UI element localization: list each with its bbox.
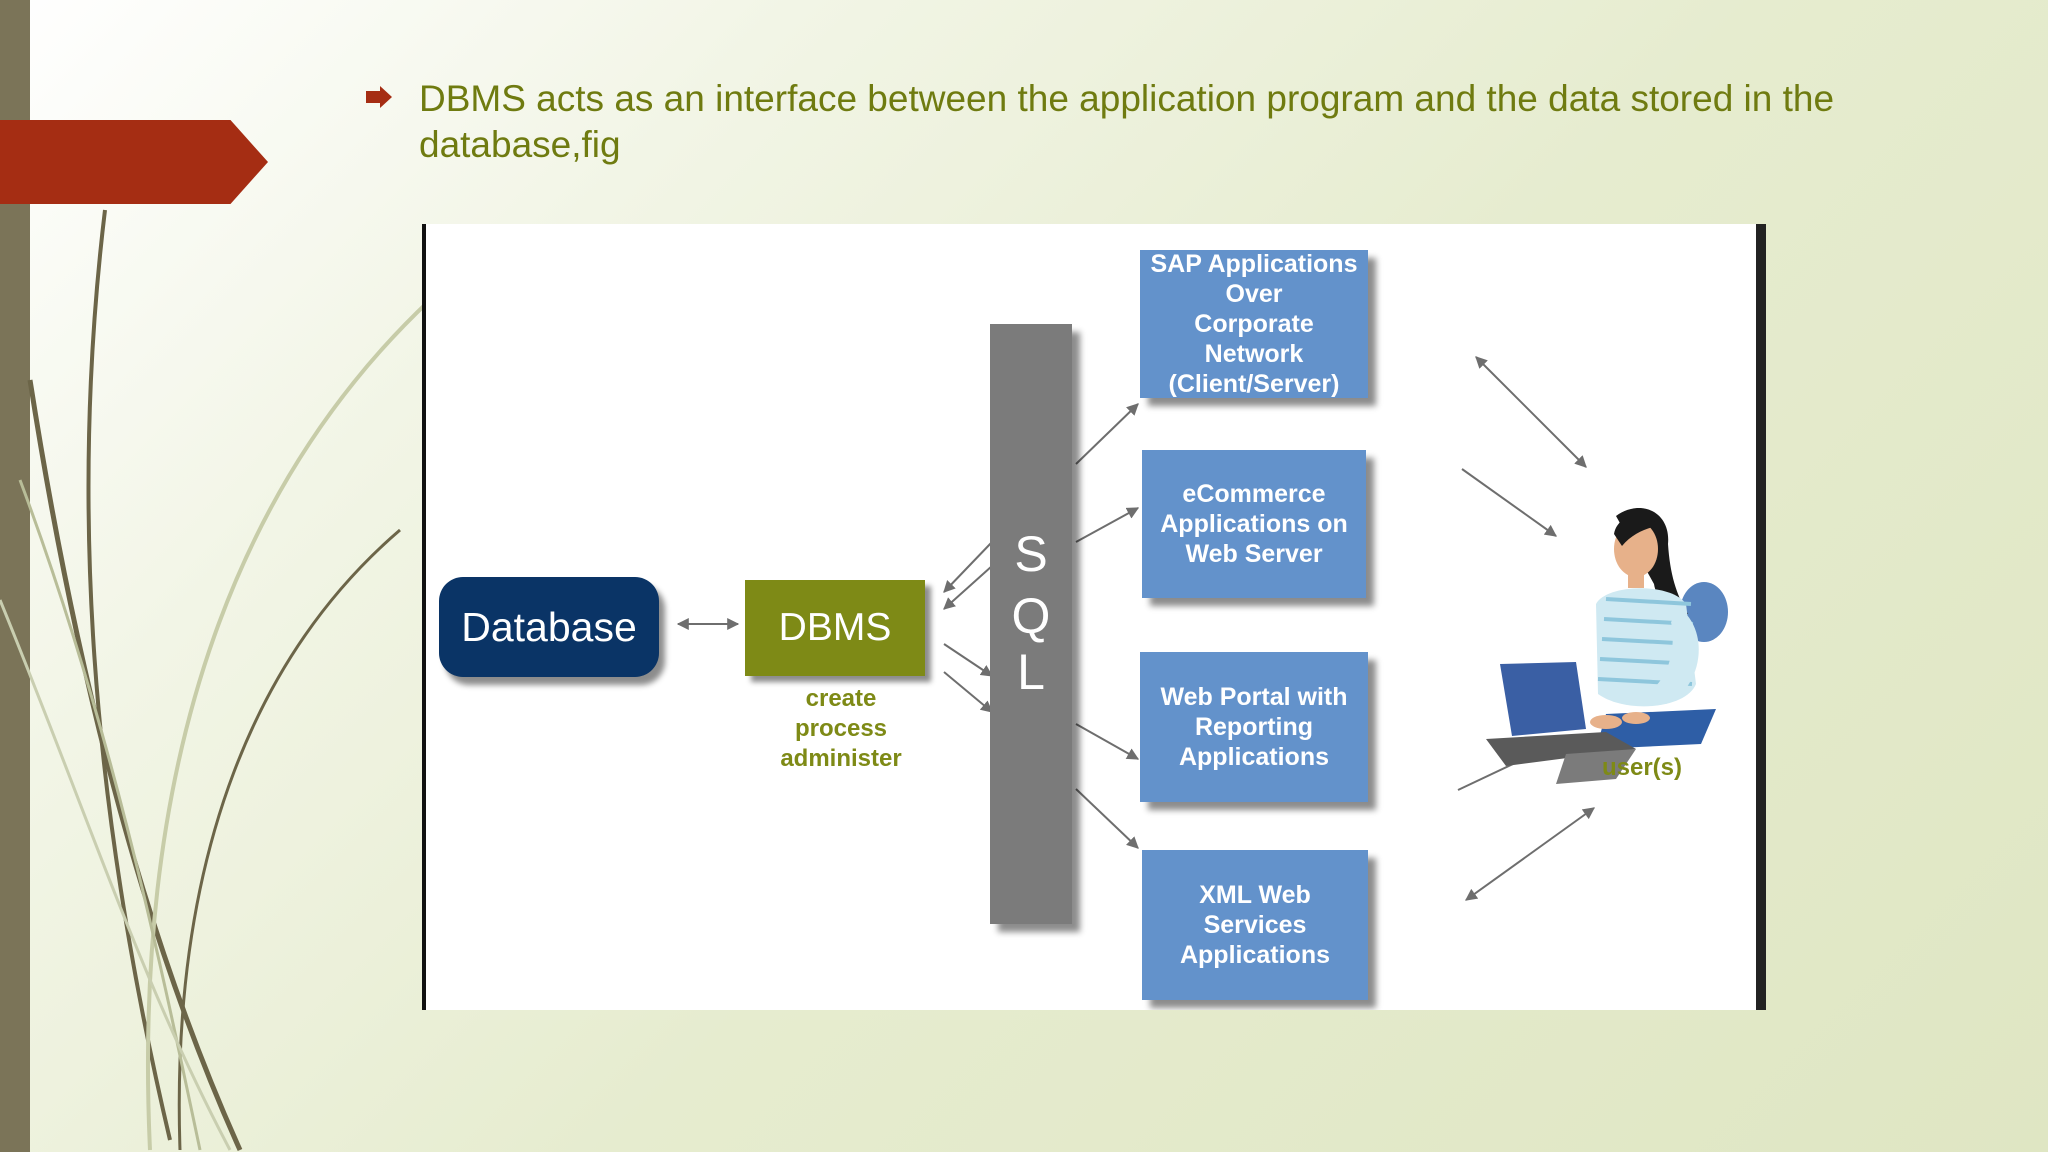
arrow-app4-user <box>1465 807 1595 901</box>
app-box-line: XML Web Services <box>1199 881 1311 939</box>
arrow-sql-app-3 <box>1075 723 1140 760</box>
app-box-line: Corporate Network <box>1194 310 1314 368</box>
app-box-line: Web Portal with <box>1160 683 1348 711</box>
arrow-sql-app-4 <box>1075 788 1139 849</box>
app-box-line: (Client/Server) <box>1168 370 1340 398</box>
bullet-text: DBMS acts as an interface between the ap… <box>419 78 1835 165</box>
decorative-swooshes <box>0 209 432 1152</box>
app-box-line: Applications <box>1178 743 1329 771</box>
app-box-line: eCommerce <box>1182 480 1326 508</box>
sql-bar: S Q L <box>990 324 1072 924</box>
user-at-laptop-icon <box>1486 508 1728 784</box>
dbms-caption-line: process <box>794 715 888 742</box>
dbms-box: DBMS <box>745 580 925 676</box>
dbms-caption-line: administer <box>780 745 902 772</box>
dbms-caption: create process administer <box>746 684 936 774</box>
app-box-ecommerce: eCommerce Applications on Web Server <box>1142 450 1366 598</box>
arrow-sql-app-2 <box>1075 507 1140 543</box>
app-box-line: Reporting <box>1194 713 1314 741</box>
arrow-bullet-icon <box>366 86 392 108</box>
app-box-web-portal: Web Portal with Reporting Applications <box>1140 652 1368 802</box>
red-arrow-decoration <box>0 120 268 204</box>
app-box-line: Applications on <box>1160 510 1348 538</box>
connector-arrows <box>676 356 1595 901</box>
app-box-xml-web-services: XML Web Services Applications <box>1142 850 1368 1000</box>
dbms-caption-line: create <box>805 685 877 712</box>
app-box-sap: SAP Applications Over Corporate Network … <box>1140 250 1368 398</box>
user-label: user(s) <box>1601 754 1683 781</box>
database-box: Database <box>439 577 659 677</box>
app-box-line: Web Server <box>1185 540 1323 568</box>
sql-letter: S <box>1014 526 1048 582</box>
arrow-sql-dbms-3 <box>943 643 993 677</box>
arrow-app2-user <box>1461 468 1557 537</box>
app-box-line: Applications <box>1179 941 1330 969</box>
sql-letter: L <box>1017 644 1045 700</box>
arrow-sql-dbms-1 <box>943 541 993 593</box>
dbms-architecture-figure: Database DBMS create process administer … <box>422 224 1766 1010</box>
sql-letter: Q <box>1011 588 1051 644</box>
app-box-line: SAP Applications Over <box>1150 250 1358 308</box>
arrow-sql-app-1 <box>1075 403 1139 465</box>
arrow-sql-dbms-4 <box>943 671 993 713</box>
arrow-sql-dbms-2 <box>943 565 993 610</box>
arrow-app1-user <box>1475 356 1587 468</box>
